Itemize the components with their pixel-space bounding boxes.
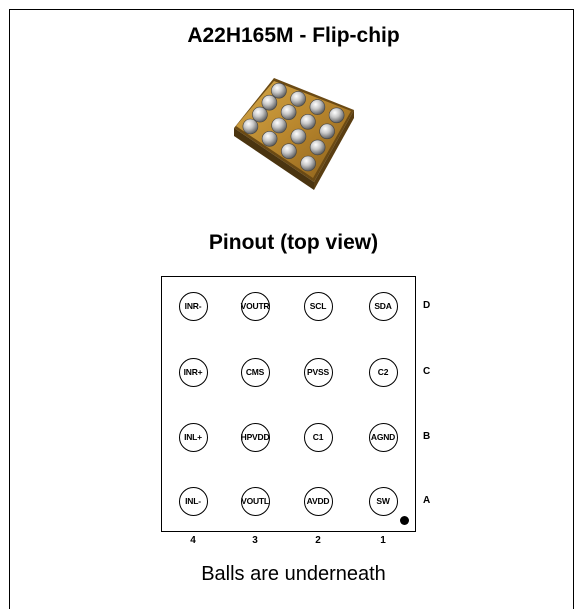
solder-bump-icon [309, 139, 326, 156]
ball-B1: AGND [368, 422, 398, 452]
column-label-4: 4 [190, 535, 196, 546]
package-outline [161, 276, 416, 532]
solder-bump-icon [280, 104, 297, 121]
pin1-marker-icon [400, 516, 409, 525]
ball-D3: VOUTR [240, 291, 270, 321]
ball-A4: INL- [178, 486, 208, 516]
row-label-A: A [423, 495, 431, 506]
solder-bump-icon [290, 91, 306, 107]
solder-bump-icon [328, 107, 345, 124]
solder-bump-icon [261, 131, 278, 147]
chip-title: A22H165M - Flip-chip [187, 24, 400, 47]
solder-bump-icon [242, 118, 259, 135]
ball-C4: INR+ [178, 357, 208, 387]
ball-B4: INL+ [178, 422, 208, 452]
ball-B3: HPVDD [240, 422, 270, 452]
ball-B2: C1 [303, 422, 333, 452]
ball-C2: PVSS [303, 357, 333, 387]
column-label-1: 1 [380, 535, 386, 546]
solder-bump-icon [319, 123, 335, 140]
row-label-C: C [423, 366, 431, 377]
row-label-D: D [423, 300, 431, 311]
solder-bump-icon [300, 155, 316, 172]
solder-bump-icon [252, 106, 268, 123]
ball-C3: CMS [240, 357, 270, 387]
solder-bump-icon [261, 94, 278, 111]
pinout-heading: Pinout (top view) [208, 231, 379, 254]
solder-bump-icon [290, 128, 307, 145]
ball-D1: SDA [368, 291, 398, 321]
ball-A2: AVDD [303, 486, 333, 516]
ball-A1: SW [368, 486, 398, 516]
caption: Balls are underneath [201, 563, 386, 585]
figure-frame [9, 9, 574, 609]
ball-D4: INR- [178, 291, 208, 321]
solder-bump-icon [300, 113, 316, 130]
solder-bump-icon [281, 143, 297, 159]
ball-A3: VOUTL [240, 486, 270, 516]
flip-chip-photo [234, 78, 354, 190]
solder-bump-icon [271, 117, 287, 134]
solder-bump-icon [271, 82, 287, 99]
row-label-B: B [423, 431, 431, 442]
solder-bump-icon [309, 99, 326, 115]
column-label-2: 2 [315, 535, 321, 546]
ball-C1: C2 [368, 357, 398, 387]
column-label-3: 3 [252, 535, 258, 546]
ball-D2: SCL [303, 291, 333, 321]
